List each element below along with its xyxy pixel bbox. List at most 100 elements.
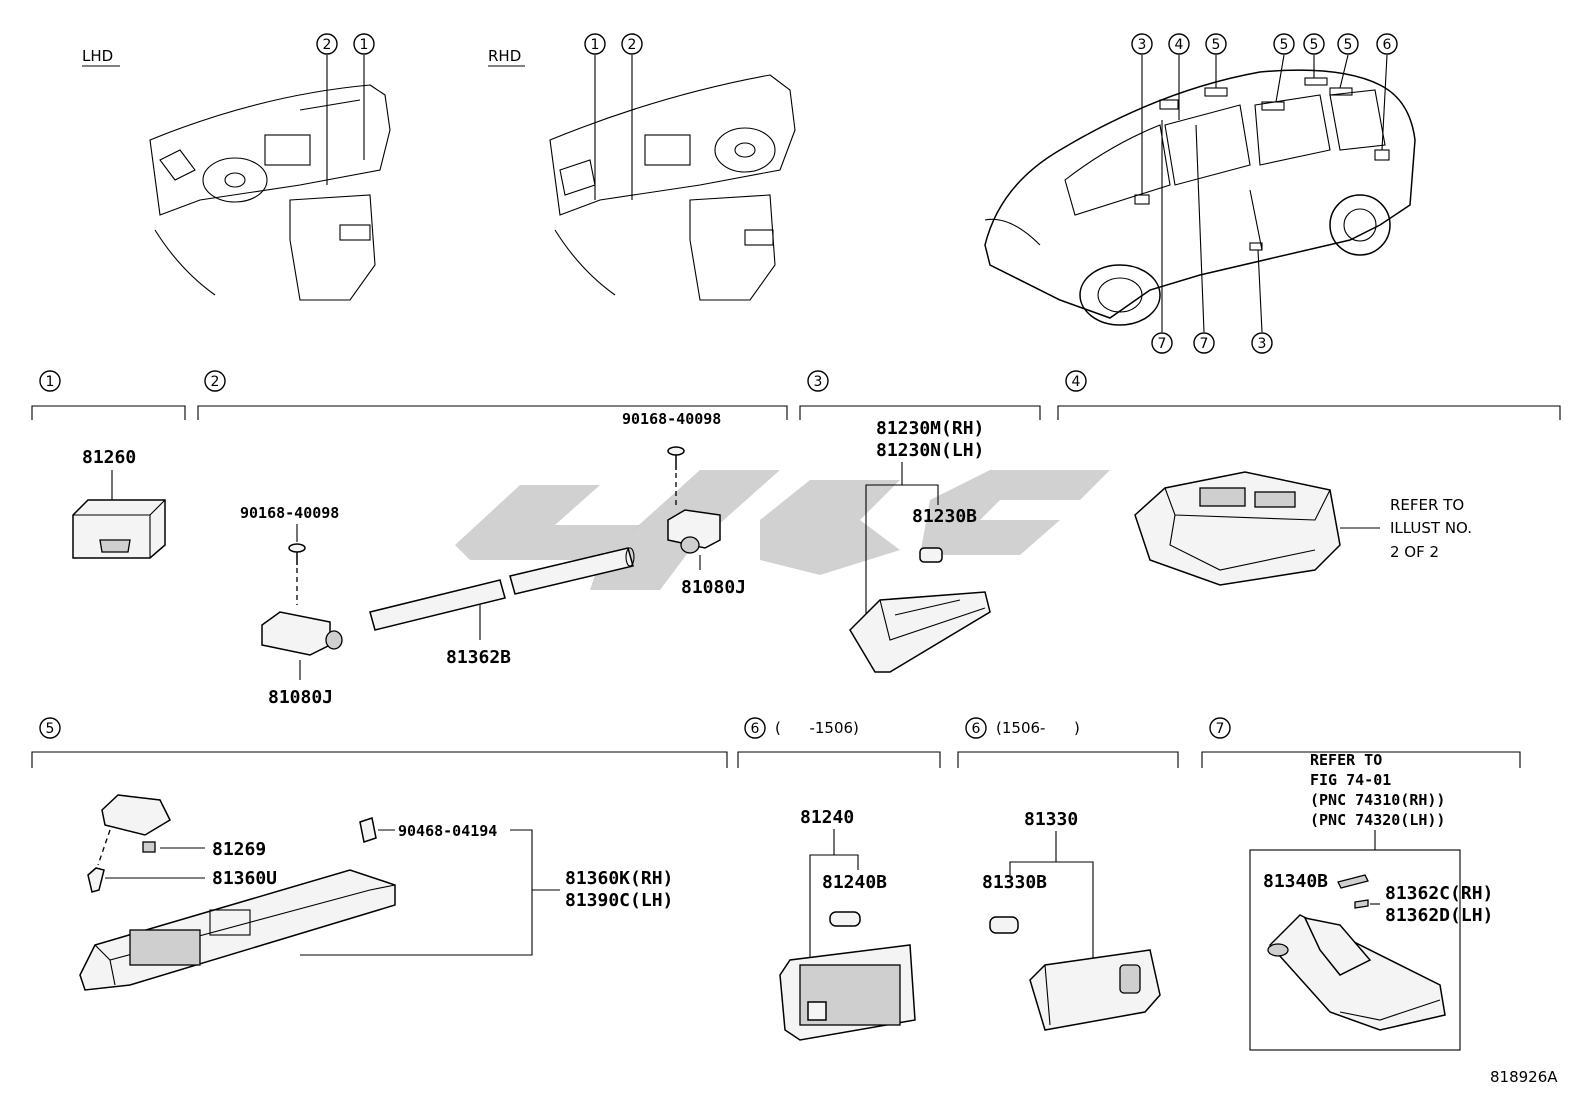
car-callout-5d: 5: [1337, 33, 1359, 55]
part-81080j-right-label: 81080J: [681, 577, 746, 598]
part-81330-label: 81330: [1024, 809, 1078, 830]
part-81362b-drawing: [369, 547, 635, 631]
section-4: 4 REFER TO ILLUST NO. 2 OF 2: [1057, 370, 1561, 586]
vehicle-view: 3 4 5 5 5 5 6 7: [984, 33, 1416, 354]
screw-90168-left-label: 90168-40098: [240, 504, 339, 522]
part-81260-label: 81260: [82, 447, 136, 468]
part-81260-drawing: [72, 499, 166, 559]
s4-refer-line1: REFER TO: [1390, 496, 1464, 514]
part-81340b-label: 81340B: [1263, 871, 1328, 892]
car-callout-5b: 5: [1273, 33, 1295, 55]
section-6a-qualifier: ( -1506): [775, 719, 859, 737]
part-81080j-left-label: 81080J: [268, 687, 333, 708]
svg-text:1: 1: [360, 37, 369, 53]
part-81240b-label: 81240B: [822, 872, 887, 893]
section-1-number: 1: [46, 374, 55, 390]
s7-refer-line2: FIG 74-01: [1310, 771, 1391, 789]
part-81340b-drawing: [1337, 874, 1369, 889]
section-4-number: 4: [1072, 374, 1081, 390]
illustration-id: 818926A: [1490, 1068, 1558, 1086]
rhd-view: RHD 1 2: [488, 33, 796, 301]
vehicle-drawing: [984, 54, 1416, 333]
part-81080j-left-drawing: [261, 611, 343, 656]
part-81360k-label: 81360K(RH): [565, 868, 673, 889]
lhd-callout-1: 1: [353, 33, 375, 55]
svg-text:5: 5: [1310, 37, 1319, 53]
section-3: 3 81230M(RH) 81230N(LH) 81230B: [799, 370, 1041, 673]
part-81230m-drawing: [849, 591, 991, 673]
lhd-label: LHD: [82, 47, 113, 65]
section-2: 2 90168-40098 81080J 81362B 90168-40098: [197, 370, 788, 708]
s7-pnc-lh: (PNC 74320(LH)): [1310, 811, 1445, 829]
car-callout-6: 6: [1376, 33, 1398, 55]
section-5: 5 81269 81360U 90468-04194 81360K(RH) 81…: [31, 717, 728, 991]
part-81390c-label: 81390C(LH): [565, 890, 673, 911]
section-6a-number: 6: [751, 721, 760, 737]
svg-text:4: 4: [1175, 37, 1184, 53]
part-81330-drawing: [1029, 949, 1161, 1031]
clip-90468-drawing: [359, 817, 377, 843]
car-callout-7a: 7: [1151, 332, 1173, 354]
s4-refer-line2: ILLUST NO.: [1390, 519, 1472, 537]
svg-text:5: 5: [1344, 37, 1353, 53]
screw-90168-left-drawing: [288, 543, 306, 605]
part-81362c-drawing: [1354, 899, 1369, 909]
section-7-number: 7: [1216, 721, 1225, 737]
s4-refer-line3: 2 OF 2: [1390, 543, 1439, 561]
part-81362d-label: 81362D(LH): [1385, 905, 1493, 926]
rhd-label: RHD: [488, 47, 521, 65]
car-callout-5c: 5: [1303, 33, 1325, 55]
part-81240-drawing: [779, 944, 916, 1041]
room-light-drawing: [79, 869, 396, 991]
part-81230m-label: 81230M(RH): [876, 418, 984, 439]
svg-text:6: 6: [1383, 37, 1392, 53]
part-81330b-label: 81330B: [982, 872, 1047, 893]
sun-visor-drawing: [1267, 914, 1446, 1031]
rhd-callout-1: 1: [584, 33, 606, 55]
svg-text:1: 1: [591, 37, 600, 53]
car-callout-4: 4: [1168, 33, 1190, 55]
section-6b: 6 (1506- ) 81330 81330B: [957, 717, 1179, 1031]
lhd-callout-2: 2: [316, 33, 338, 55]
section-2-number: 2: [211, 374, 220, 390]
section-5-number: 5: [46, 721, 55, 737]
part-81230b-label: 81230B: [912, 506, 977, 527]
screw-90168-right-drawing: [667, 446, 685, 505]
part-81240-label: 81240: [800, 807, 854, 828]
rhd-callout-2: 2: [621, 33, 643, 55]
part-81360u-label: 81360U: [212, 868, 277, 889]
car-callout-5a: 5: [1205, 33, 1227, 55]
rhd-dashboard-drawing: [549, 55, 796, 301]
svg-text:2: 2: [628, 37, 637, 53]
svg-text:7: 7: [1158, 336, 1167, 352]
s7-refer-line1: REFER TO: [1310, 751, 1382, 769]
part-81330b-drawing: [989, 916, 1019, 934]
svg-text:3: 3: [1258, 336, 1267, 352]
svg-text:3: 3: [1138, 37, 1147, 53]
part-81269-label: 81269: [212, 839, 266, 860]
part-81362b-label: 81362B: [446, 647, 511, 668]
part-81080j-right-drawing: [667, 509, 721, 554]
part-81362c-label: 81362C(RH): [1385, 883, 1493, 904]
clip-90468-label: 90468-04194: [398, 822, 497, 840]
car-callout-3-bottom: 3: [1251, 332, 1273, 354]
s7-pnc-rh: (PNC 74310(RH)): [1310, 791, 1445, 809]
car-callout-3-top: 3: [1131, 33, 1153, 55]
overhead-console-drawing: [1134, 471, 1341, 586]
car-callout-7b: 7: [1193, 332, 1215, 354]
section-6b-number: 6: [972, 721, 981, 737]
part-81230n-label: 81230N(LH): [876, 440, 984, 461]
svg-text:5: 5: [1280, 37, 1289, 53]
section-6a: 6 ( -1506) 81240 81240B: [737, 717, 941, 1041]
screw-90168-right-label: 90168-40098: [622, 410, 721, 428]
section-3-number: 3: [814, 374, 823, 390]
svg-text:7: 7: [1200, 336, 1209, 352]
section-1: 1 81260: [31, 370, 186, 559]
s7-detail-box: [1249, 849, 1461, 1051]
lhd-dashboard-drawing: [149, 55, 391, 301]
section-7: 7 REFER TO FIG 74-01 (PNC 74310(RH)) (PN…: [1201, 717, 1521, 1051]
bulb-socket-drawing: [87, 794, 171, 893]
section-6b-qualifier: (1506- ): [996, 719, 1080, 737]
svg-text:5: 5: [1212, 37, 1221, 53]
